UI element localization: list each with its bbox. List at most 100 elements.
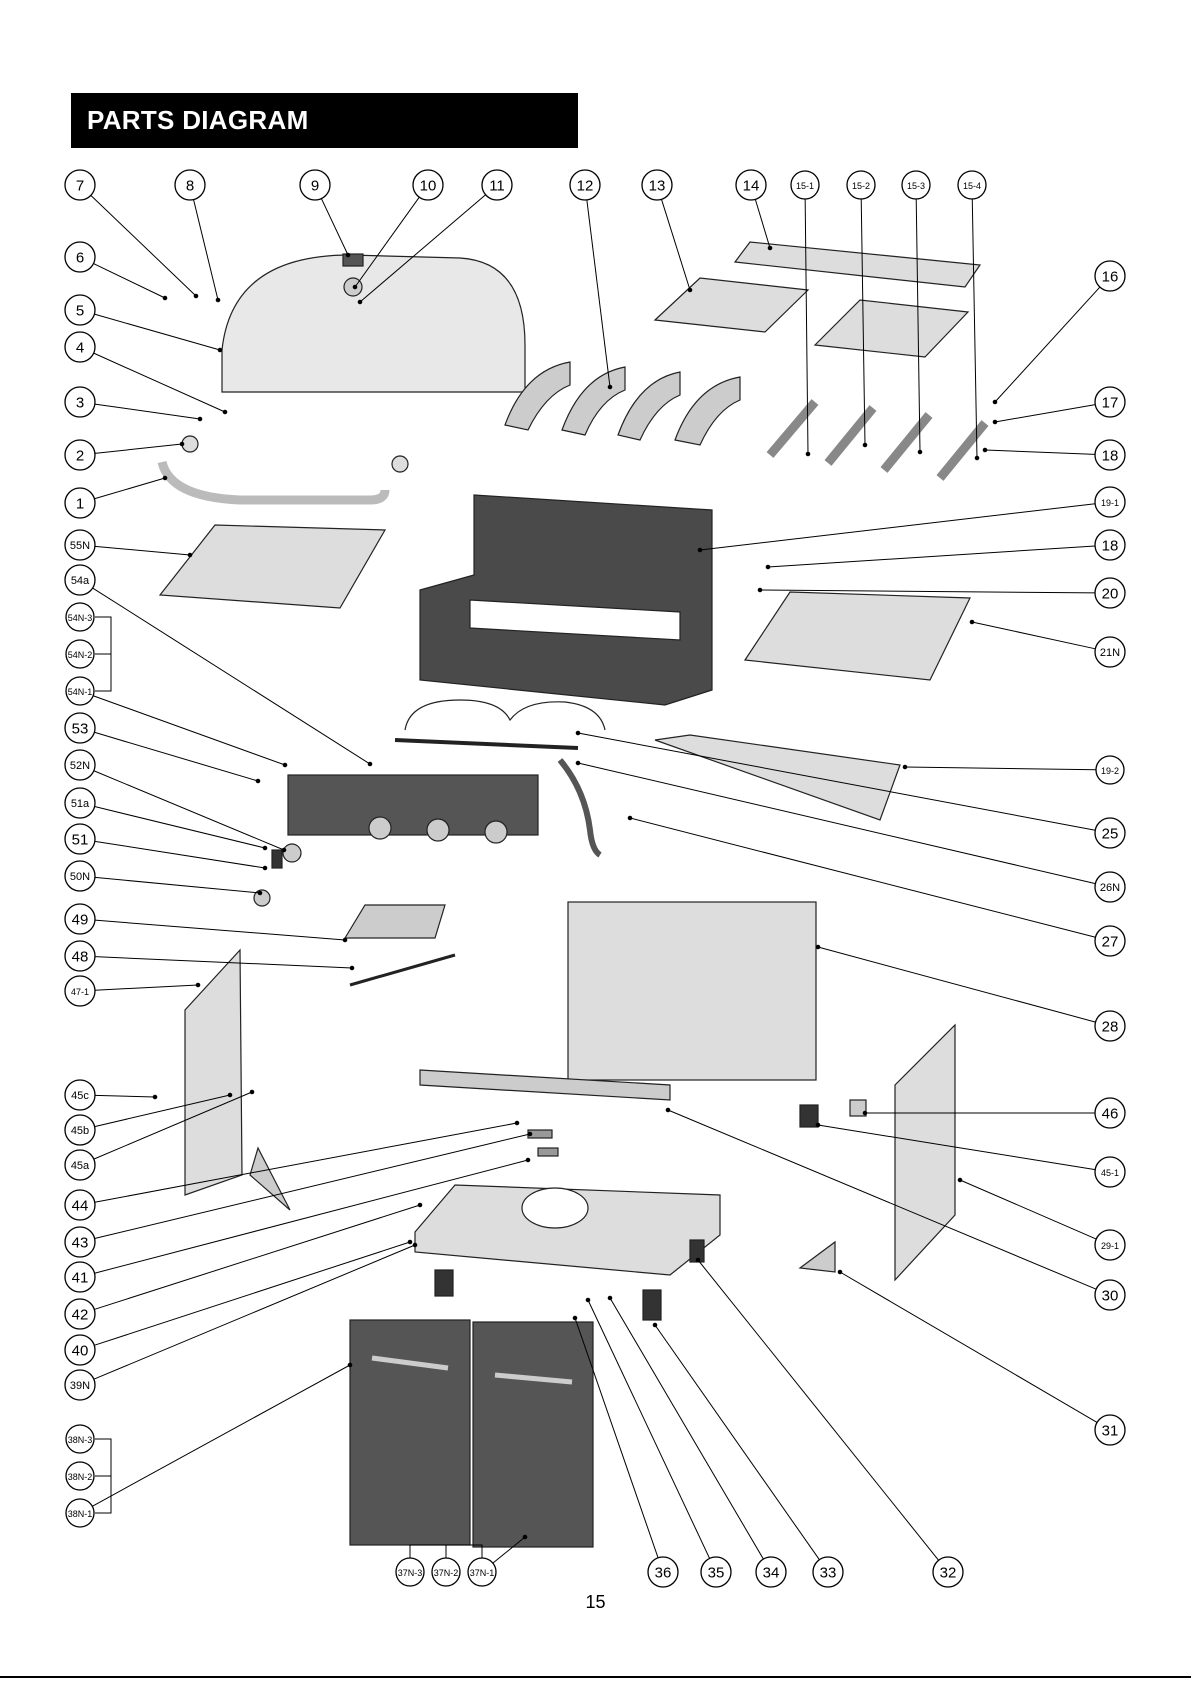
callout-text: 45c: [71, 1090, 89, 1102]
leader-end-25: [576, 731, 580, 735]
callout-text: 25: [1102, 826, 1119, 843]
leader-end-6: [163, 296, 167, 300]
callout-38n-3: 38N-3: [66, 1425, 94, 1453]
callout-text: 21N: [1100, 647, 1120, 659]
leader-end-54a: [368, 762, 372, 766]
callout-text: 10: [420, 178, 437, 195]
cart-bracket-part: [250, 1148, 290, 1210]
callout-text: 43: [72, 1235, 89, 1252]
leader-end-15-3: [918, 450, 922, 454]
leader-end-4: [223, 410, 227, 414]
leader-line-54n-1: [93, 696, 285, 765]
callout-text: 17: [1102, 395, 1119, 412]
leader-end-30: [666, 1108, 670, 1112]
callout-text: 38N-2: [68, 1472, 93, 1482]
callout-31: 31: [1095, 1415, 1125, 1445]
leader-line-28: [818, 947, 1096, 1022]
callout-32: 32: [933, 1557, 963, 1587]
leader-end-14: [768, 246, 772, 250]
callout-44: 44: [65, 1190, 95, 1220]
leader-end-18: [983, 448, 987, 452]
leader-end-49: [343, 938, 347, 942]
left-door-part: [350, 1320, 470, 1545]
leader-line-38n-1: [92, 1365, 350, 1506]
callout-3: 3: [65, 387, 95, 417]
leader-end-51a: [263, 846, 267, 850]
callout-text: 45a: [71, 1160, 90, 1172]
leader-end-10: [353, 285, 357, 289]
leader-line-19-2: [905, 767, 1096, 770]
leader-line-34: [610, 1298, 763, 1559]
callout-text: 37N-1: [470, 1568, 495, 1578]
callout-47-1: 47-1: [65, 976, 95, 1006]
leader-line-12: [587, 200, 610, 387]
callout-54a: 54a: [65, 565, 95, 595]
leader-end-15-4: [975, 456, 979, 460]
callout-2: 2: [65, 440, 95, 470]
leader-end-45-1: [816, 1123, 820, 1127]
heat-deflector-part: [655, 735, 900, 820]
callout-17: 17: [1095, 387, 1125, 417]
callout-text: 19-1: [1101, 498, 1119, 508]
leader-end-28: [816, 945, 820, 949]
callout-50n: 50N: [65, 861, 95, 891]
callout-27: 27: [1095, 926, 1125, 956]
callout-text: 46: [1102, 1106, 1119, 1123]
leader-end-16: [993, 400, 997, 404]
callout-33: 33: [813, 1557, 843, 1587]
leader-end-1: [163, 476, 167, 480]
callout-text: 16: [1102, 269, 1119, 286]
bottom-rule: [0, 1676, 1191, 1678]
leader-end-31: [838, 1270, 842, 1274]
callout-37n-2: 37N-2: [432, 1558, 460, 1586]
callout-text: 54N-2: [68, 650, 93, 660]
leader-end-7: [194, 294, 198, 298]
leader-end-32: [696, 1258, 700, 1262]
leader-end-37n-1: [523, 1535, 527, 1539]
callout-5: 5: [65, 295, 95, 325]
callout-text: 42: [72, 1307, 89, 1324]
leader-end-45a: [250, 1090, 254, 1094]
callout-7: 7: [65, 170, 95, 200]
callout-45b: 45b: [65, 1115, 95, 1145]
leader-end-48: [350, 966, 354, 970]
callout-text: 18: [1102, 538, 1119, 555]
leader-end-50n: [258, 891, 262, 895]
callout-text: 47-1: [71, 987, 89, 997]
leader-end-36: [573, 1316, 577, 1320]
callout-42: 42: [65, 1299, 95, 1329]
callout-text: 19-2: [1101, 766, 1119, 776]
leader-line-8: [194, 200, 218, 300]
callout-28: 28: [1095, 1011, 1125, 1041]
leader-end-54n-1: [283, 763, 287, 767]
leader-line-18: [985, 450, 1095, 454]
callout-12: 12: [570, 170, 600, 200]
leader-end-35: [586, 1298, 590, 1302]
callout-text: 54N-1: [68, 687, 93, 697]
lid-handle-part: [162, 462, 385, 500]
callout-21n: 21N: [1095, 637, 1125, 667]
leader-line-29-1: [960, 1180, 1096, 1239]
callout-text: 30: [1102, 1288, 1119, 1305]
callout-text: 14: [743, 178, 760, 195]
gas-hose-part: [560, 760, 600, 855]
callout-37n-1: 37N-1: [468, 1558, 496, 1586]
callout-text: 3: [76, 395, 84, 412]
leader-line-33: [655, 1325, 819, 1560]
callout-text: 50N: [70, 871, 90, 883]
leader-end-12: [608, 385, 612, 389]
callout-53: 53: [65, 713, 95, 743]
callout-text: 5: [76, 303, 84, 320]
callout-text: 38N-3: [68, 1435, 93, 1445]
leader-line-30: [668, 1110, 1096, 1289]
callout-45-1: 45-1: [1095, 1157, 1125, 1187]
leader-line-13: [661, 199, 690, 290]
leader-line-51: [95, 841, 265, 868]
callout-54n-3: 54N-3: [66, 603, 94, 631]
callout-35: 35: [701, 1557, 731, 1587]
callout-6: 6: [65, 242, 95, 272]
back-panel-part: [568, 902, 816, 1080]
callout-18: 18: [1095, 440, 1125, 470]
leader-end-42: [418, 1203, 422, 1207]
callout-text: 31: [1102, 1423, 1119, 1440]
